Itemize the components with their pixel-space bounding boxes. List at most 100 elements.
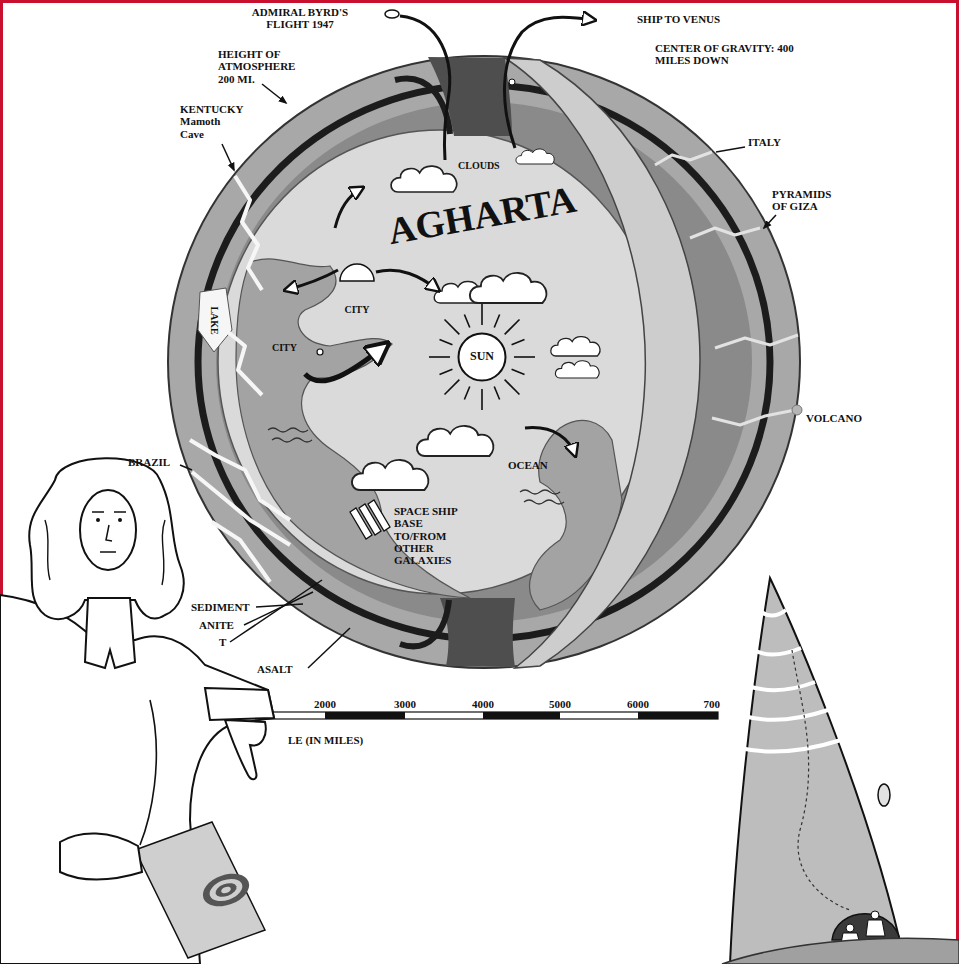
robe-outline (0, 595, 274, 964)
passenger (871, 911, 879, 919)
sun-rays (429, 304, 535, 410)
wave-mark (268, 428, 308, 432)
cuff (205, 688, 274, 720)
sun-ray (512, 339, 525, 344)
sun-ray (481, 304, 483, 325)
leader-line (262, 84, 286, 103)
cloud (551, 337, 600, 356)
card-ring (220, 885, 231, 894)
leader-line (308, 628, 350, 668)
layer-label: ASALT (256, 663, 294, 675)
eye (96, 518, 100, 522)
earth-crust (168, 56, 800, 668)
card-ring (207, 875, 246, 905)
cloud (470, 273, 546, 303)
eyebrow (92, 511, 126, 513)
passenger (866, 920, 885, 936)
sun-ray (429, 356, 450, 358)
planet-surface (722, 938, 959, 964)
frame-line (956, 0, 959, 964)
sun-ray (481, 389, 483, 410)
rocket-window (878, 784, 890, 806)
eye (118, 518, 122, 522)
scale-segment (483, 712, 560, 719)
layer-label: T (218, 636, 227, 648)
nose (106, 525, 112, 541)
cave-crack (235, 176, 262, 290)
sleeve-line (140, 700, 156, 845)
crack-line (212, 522, 270, 582)
crack-line (190, 440, 290, 520)
cloud (391, 166, 457, 192)
city-dome (340, 264, 374, 281)
scale-segment (638, 712, 718, 719)
rocket-band (748, 682, 815, 690)
scale-number: 4000 (472, 698, 494, 710)
sun-ray (464, 387, 469, 400)
wave-mark (272, 438, 312, 442)
layer-label: SEDIMENT (190, 601, 251, 613)
scale-number: 700 (704, 698, 721, 710)
gravity-marker (509, 79, 515, 85)
scale-segment (325, 712, 405, 719)
holding-hand (60, 833, 142, 879)
flow-arrow (305, 345, 386, 381)
leader-line (764, 215, 776, 228)
sun-ray (514, 356, 535, 358)
place-label: OCEAN (508, 459, 548, 471)
sun-ray (440, 339, 453, 344)
arrow-label: SHIP TO VENUS (637, 13, 720, 25)
flow-arrow (335, 188, 362, 228)
leader-line (180, 465, 192, 470)
lake-shape (198, 288, 232, 352)
passenger (846, 924, 854, 932)
earth-layer-line (395, 79, 450, 134)
place-label: KENTUCKY Mamoth Cave (180, 103, 243, 140)
crack-line (715, 335, 798, 348)
place-label: PYRAMIDS OF GIZA (772, 188, 846, 213)
wig-outline (29, 458, 183, 619)
place-label: CITY (272, 342, 297, 353)
place-label: LAKE (209, 306, 220, 334)
volcano-mark (792, 405, 802, 415)
crack-line (655, 152, 712, 165)
mouth (100, 551, 116, 553)
wave-mark (524, 500, 564, 504)
rocket-detail (792, 650, 850, 910)
sun-ray (505, 320, 520, 335)
cloud (555, 361, 599, 378)
flow-arrow (286, 270, 338, 290)
polar-opening (440, 598, 515, 667)
sun-ray (464, 315, 469, 328)
annotation-label: HEIGHT OF ATMOSPHERE 200 MI. (218, 48, 310, 85)
place-label: BRAZIL (128, 456, 170, 468)
rocket-body (730, 578, 905, 964)
annotation-label: CENTER OF GRAVITY: 400 MILES DOWN (655, 42, 805, 67)
flow-arrow (376, 270, 438, 290)
rocket-band (740, 740, 841, 752)
crack-line (690, 228, 760, 238)
rocket-band (744, 710, 828, 720)
axis-label: LE (IN MILES) (287, 734, 364, 746)
cut-face (505, 58, 700, 668)
sun-ray (512, 369, 525, 374)
crack-line (712, 410, 795, 425)
scale-number: 6000 (627, 698, 649, 710)
scale-bar (262, 712, 718, 719)
cloud (516, 149, 554, 164)
scale-number: 3000 (394, 698, 416, 710)
aircraft-mark (385, 10, 399, 18)
sun-ray (505, 380, 520, 395)
leader-line (716, 147, 745, 152)
scale-number: 5000 (549, 698, 571, 710)
land-mass (236, 259, 470, 598)
crack-line (192, 472, 290, 545)
place-label: ITALY (748, 136, 781, 148)
face-outline (80, 490, 136, 570)
city-dot (317, 349, 323, 355)
frame-line (0, 0, 959, 3)
crack-line (228, 332, 262, 395)
card-ring (214, 881, 239, 900)
cloud (417, 426, 493, 456)
